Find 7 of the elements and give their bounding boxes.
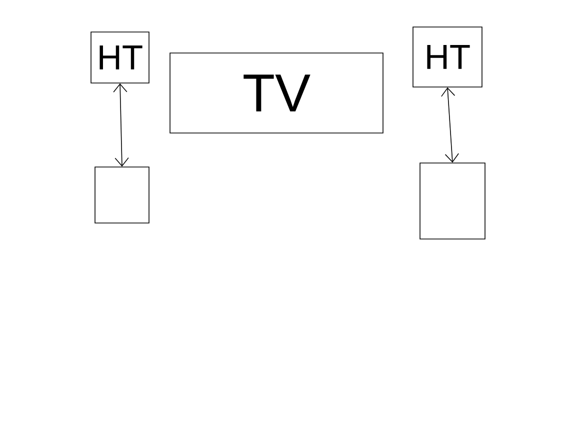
text-box: TV (170, 52, 384, 134)
arrow (441, 87, 459, 163)
empty-box (420, 162, 486, 240)
empty-box (94, 166, 150, 224)
text-box: HT (90, 32, 150, 84)
text-box: HT (412, 26, 482, 88)
arrow (113, 83, 129, 167)
